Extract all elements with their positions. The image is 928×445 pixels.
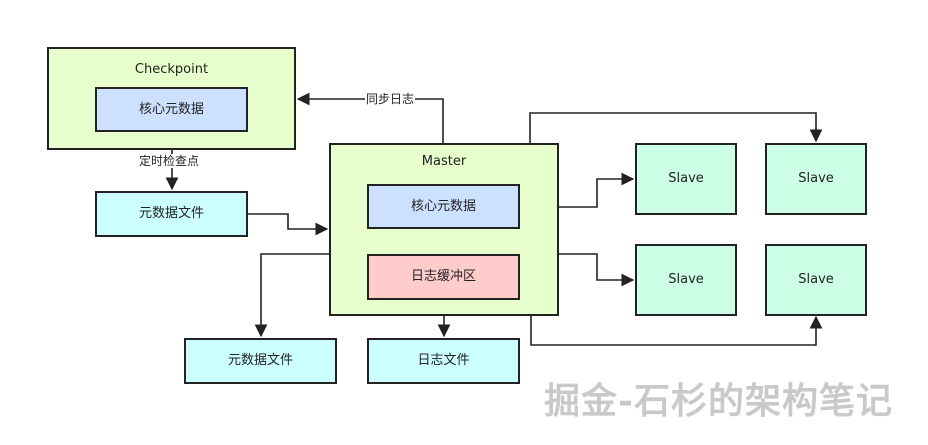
watermark: 掘金-石杉的架构笔记	[544, 380, 893, 422]
log-file-label: 日志文件	[417, 353, 470, 368]
checkpoint-metadata-file-label: 元数据文件	[138, 206, 204, 221]
master-to-slave-4-arrow	[530, 314, 823, 346]
master-to-slave-3-arrow	[557, 253, 635, 287]
log-file-box: 日志文件	[367, 338, 520, 384]
slave-node-1: Slave	[635, 143, 737, 215]
slave-node-4: Slave	[765, 244, 867, 316]
slave-2-label: Slave	[798, 171, 834, 186]
slave-3-label: Slave	[668, 272, 704, 287]
slave-4-label: Slave	[798, 272, 834, 287]
master-title: Master	[421, 154, 467, 169]
master-to-meta-file-arrow	[254, 253, 330, 338]
checkpoint-label: 定时检查点	[138, 154, 201, 168]
master-metadata-file: 元数据文件	[184, 338, 337, 384]
master-metadata-box: 核心元数据	[367, 184, 520, 229]
slave-1-label: Slave	[668, 171, 704, 186]
sync-log-arrow	[296, 92, 444, 143]
slave-node-3: Slave	[635, 244, 737, 316]
log-buffer-box: 日志缓冲区	[367, 254, 520, 300]
sync-log-label: 同步日志	[365, 92, 416, 106]
master-metadata-label: 核心元数据	[410, 198, 476, 214]
slave-node-2: Slave	[765, 143, 867, 215]
master-to-slave-2-arrow	[529, 112, 823, 143]
master-to-slave-1-arrow	[557, 172, 635, 208]
checkpoint-metadata-box: 核心元数据	[95, 87, 248, 132]
checkpoint-metadata-label: 核心元数据	[138, 101, 204, 117]
log-buffer-label: 日志缓冲区	[410, 269, 476, 284]
checkpoint-metadata-file: 元数据文件	[95, 191, 248, 237]
master-metadata-file-label: 元数据文件	[227, 353, 293, 368]
checkpoint-title: Checkpoint	[134, 62, 209, 77]
meta-file-to-master-arrow	[247, 213, 329, 236]
